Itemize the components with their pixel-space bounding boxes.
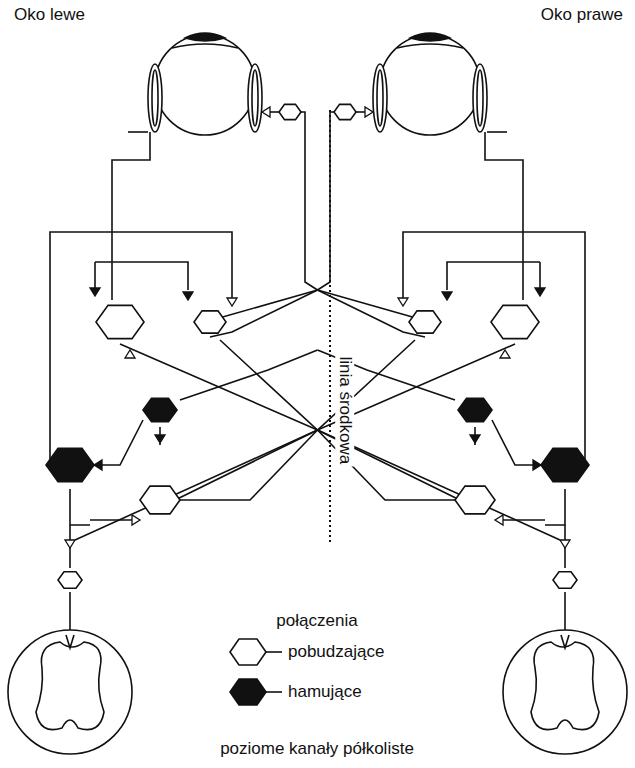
legend-swatch	[230, 679, 266, 705]
synapse	[125, 350, 135, 358]
synapse	[155, 435, 165, 443]
legend-text: pobudzające	[288, 643, 384, 662]
excitatory-neuron	[334, 104, 356, 119]
excitatory-neuron	[58, 572, 82, 589]
synapse	[132, 515, 140, 525]
synapse	[442, 292, 452, 300]
synapse	[94, 460, 102, 470]
excitatory-neuron	[279, 104, 301, 119]
synapse	[90, 288, 100, 296]
synapse	[65, 540, 75, 548]
excitatory-neuron	[96, 305, 144, 338]
excitatory-neuron	[194, 311, 226, 333]
excitatory-neuron	[140, 486, 180, 514]
inhibitory-neuron	[541, 448, 589, 481]
inhibitory-neuron	[46, 448, 94, 481]
legend-heading: połączenia	[276, 612, 357, 631]
eye-label: Oko lewe	[14, 6, 85, 25]
synapse	[500, 350, 510, 358]
synapse	[560, 540, 570, 548]
synapse	[495, 515, 503, 525]
excitatory-neuron	[455, 486, 495, 514]
legend-dash	[266, 651, 282, 653]
synapse	[365, 107, 373, 117]
legend-swatch	[230, 639, 266, 665]
synapse	[262, 107, 270, 117]
synapse	[535, 288, 545, 296]
midline-label: linia środkowa	[336, 354, 355, 466]
excitatory-neuron	[491, 305, 539, 338]
synapse	[470, 435, 480, 443]
inhibitory-neuron	[143, 398, 177, 422]
synapse	[398, 298, 408, 306]
eye-label: Oko prawe	[541, 6, 623, 25]
excitatory-neuron	[409, 311, 441, 333]
canal-label: poziome kanały półkoliste	[220, 740, 414, 759]
excitatory-neuron	[553, 572, 577, 589]
legend-text: hamujące	[288, 683, 362, 702]
synapse	[533, 460, 541, 470]
inhibitory-neuron	[458, 398, 492, 422]
legend-dash	[266, 691, 282, 693]
synapse	[227, 298, 237, 306]
synapse	[183, 292, 193, 300]
